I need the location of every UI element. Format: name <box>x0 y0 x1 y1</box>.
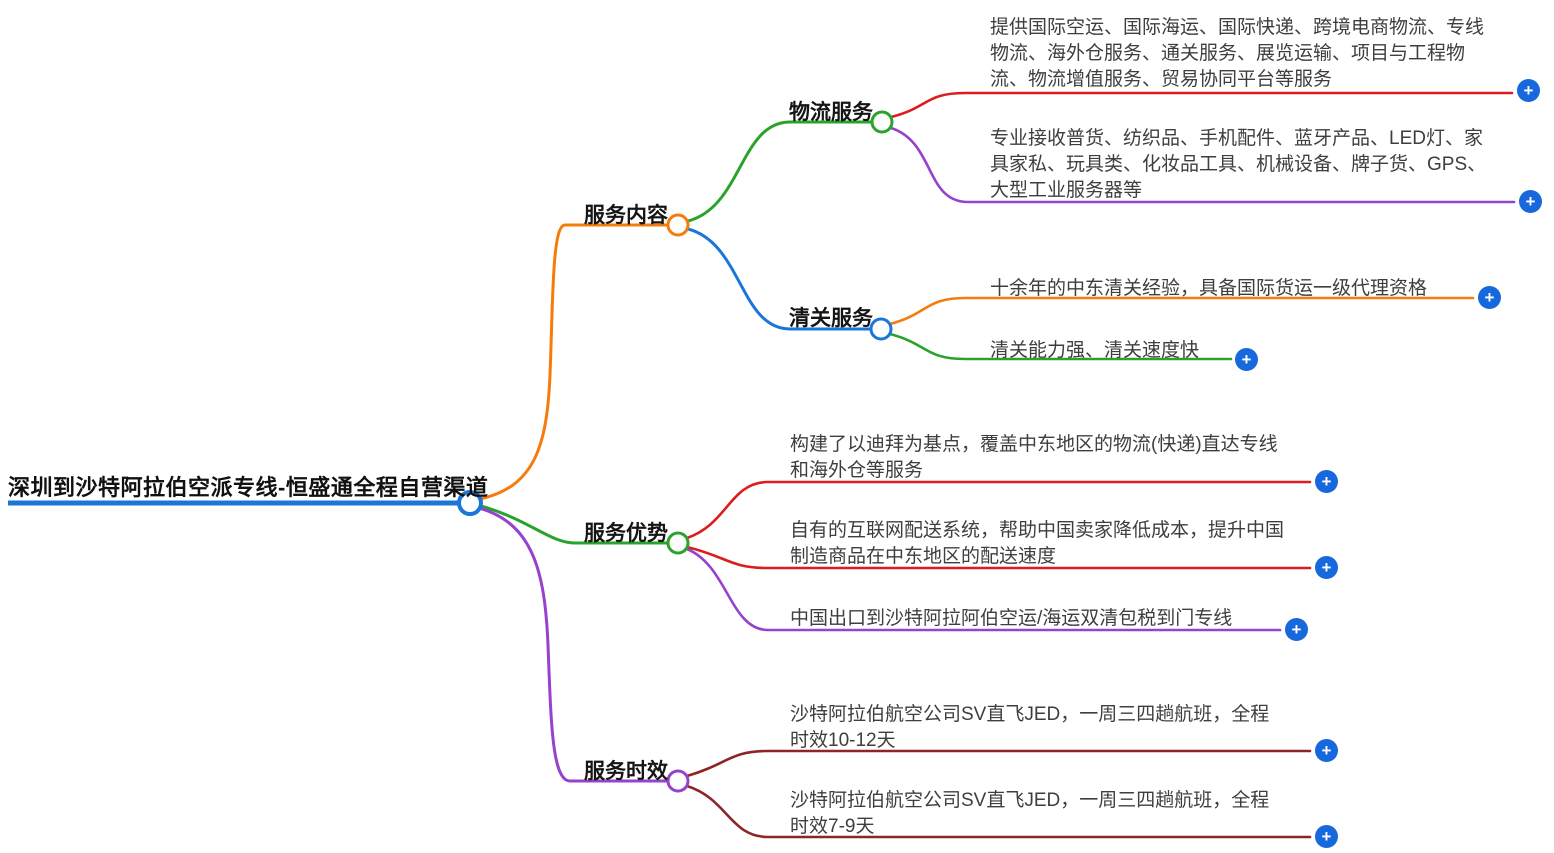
branch-label-logistics-service[interactable]: 物流服务 <box>789 101 873 124</box>
branch-label-service-advantage[interactable]: 服务优势 <box>584 522 668 545</box>
add-child-button[interactable]: + <box>1315 739 1338 762</box>
add-child-button[interactable]: + <box>1478 286 1501 309</box>
plus-icon: + <box>1484 288 1495 307</box>
connector-advantage-leaf-1 <box>685 480 1312 540</box>
branch-label-service-time[interactable]: 服务时效 <box>584 760 668 783</box>
branch-label-customs-service[interactable]: 清关服务 <box>789 307 873 330</box>
leaf-accepted-goods-list[interactable]: 专业接收普货、纺织品、手机配件、蓝牙产品、LED灯、家具家私、玩具类、化妆品工具… <box>990 128 1487 201</box>
leaf-door-to-door-line[interactable]: 中国出口到沙特阿拉阿伯空运/海运双清包税到门专线 <box>790 608 1233 629</box>
leaf-delivery-system[interactable]: 自有的互联网配送系统，帮助中国卖家降低成本，提升中国制造商品在中东地区的配送速度 <box>790 520 1285 567</box>
connector-content-to-customs <box>686 227 873 331</box>
plus-icon: + <box>1321 472 1332 491</box>
root-node-handle[interactable] <box>457 490 483 516</box>
add-child-button[interactable]: + <box>1315 556 1338 579</box>
leaf-customs-capability[interactable]: 清关能力强、清关速度快 <box>990 340 1200 361</box>
add-child-button[interactable]: + <box>1315 825 1338 848</box>
service-time-node-handle[interactable] <box>666 769 690 793</box>
leaf-transit-10-12-days[interactable]: 沙特阿拉伯航空公司SV直飞JED，一周三四趟航班，全程时效10-12天 <box>790 704 1270 751</box>
plus-icon: + <box>1321 741 1332 760</box>
add-child-button[interactable]: + <box>1519 190 1542 213</box>
connector-customs-leaf-1 <box>888 296 1475 326</box>
plus-icon: + <box>1321 827 1332 846</box>
connector-time-leaf-2 <box>685 784 1312 839</box>
add-child-button[interactable]: + <box>1235 348 1258 371</box>
connector-content-to-logistics <box>686 120 874 223</box>
plus-icon: + <box>1321 558 1332 577</box>
connector-advantage-leaf-2 <box>685 545 1312 570</box>
connector-root-to-service-time <box>477 506 670 783</box>
connector-logistics-leaf-1 <box>889 91 1514 119</box>
connector-advantage-leaf-3 <box>685 547 1282 632</box>
add-child-button[interactable]: + <box>1517 79 1540 102</box>
branch-label-service-content[interactable]: 服务内容 <box>584 204 668 227</box>
add-child-button[interactable]: + <box>1285 618 1308 641</box>
connector-logistics-leaf-2 <box>889 126 1516 204</box>
root-node-label[interactable]: 深圳到沙特阿拉伯空派专线-恒盛通全程自营渠道 <box>8 475 489 500</box>
service-content-node-handle[interactable] <box>666 213 690 237</box>
leaf-customs-experience[interactable]: 十余年的中东清关经验，具备国际货运一级代理资格 <box>990 278 1428 299</box>
service-advantage-node-handle[interactable] <box>666 531 690 555</box>
leaf-logistics-services-list[interactable]: 提供国际空运、国际海运、国际快递、跨境电商物流、专线物流、海外仓服务、通关服务、… <box>990 17 1485 90</box>
connector-customs-leaf-2 <box>888 332 1233 361</box>
connector-time-leaf-1 <box>685 749 1312 778</box>
plus-icon: + <box>1291 620 1302 639</box>
plus-icon: + <box>1525 192 1536 211</box>
leaf-transit-7-9-days[interactable]: 沙特阿拉伯航空公司SV直飞JED，一周三四趟航班，全程时效7-9天 <box>790 790 1270 837</box>
plus-icon: + <box>1523 81 1534 100</box>
logistics-node-handle[interactable] <box>870 110 894 134</box>
add-child-button[interactable]: + <box>1315 470 1338 493</box>
leaf-dubai-hub[interactable]: 构建了以迪拜为基点，覆盖中东地区的物流(快递)直达专线和海外仓等服务 <box>790 434 1278 481</box>
connector-root-to-service-content <box>478 223 670 501</box>
connector-root-to-service-advantage <box>479 504 670 545</box>
plus-icon: + <box>1241 350 1252 369</box>
customs-node-handle[interactable] <box>869 317 893 341</box>
